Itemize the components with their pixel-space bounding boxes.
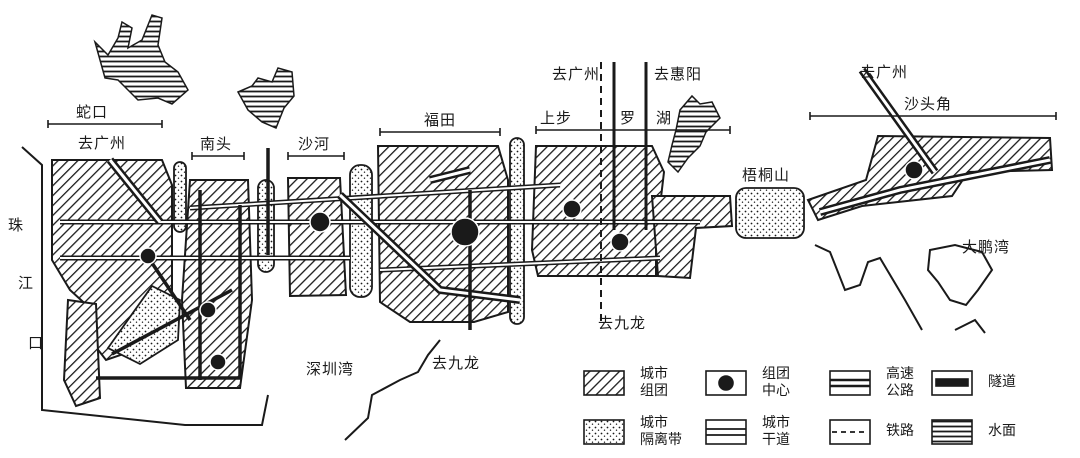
legend-label: 水面 <box>988 423 1016 439</box>
railway-icon <box>829 419 871 445</box>
railway-solid <box>612 62 648 230</box>
urban-trunk-road-icon <box>705 419 747 445</box>
legend-item-cluster-center: 组团 中心 <box>754 366 790 400</box>
destination-label-to-huiyang: 去惠阳 <box>654 65 703 83</box>
district-label-shatoujiao: 沙头角 <box>904 95 953 113</box>
water-label-kou: 口 <box>28 334 45 352</box>
coastline <box>21 146 994 441</box>
district-label-hu: 湖 <box>656 109 673 127</box>
urban-cluster-icon <box>583 370 625 396</box>
destination-label-to-guangzhou-west: 去广州 <box>78 134 127 152</box>
legend-label: 城市 组团 <box>640 366 668 399</box>
legend-item-water-surface: 水面 <box>980 423 1016 440</box>
district-label-futian: 福田 <box>424 111 457 129</box>
cluster-centers <box>139 160 924 371</box>
urban-buffer-icon <box>583 419 625 445</box>
district-label-shahe: 沙河 <box>298 135 331 153</box>
district-label-shangbu: 上步 <box>540 109 573 127</box>
legend-label: 铁路 <box>886 423 914 439</box>
cluster-center-icon <box>705 370 747 396</box>
legend-label: 隧道 <box>988 374 1016 390</box>
expressways <box>106 67 1051 304</box>
district-label-luo: 罗 <box>620 109 637 127</box>
urban-buffers <box>106 137 805 366</box>
tunnels <box>96 148 472 380</box>
destination-label-to-kowloon-east: 去九龙 <box>598 314 647 332</box>
legend-item-railway: 铁路 <box>878 423 914 440</box>
water-surface-icon <box>931 419 973 445</box>
district-label-nantou: 南头 <box>200 135 233 153</box>
water-bodies <box>93 14 721 174</box>
legend-swatches <box>583 370 973 445</box>
district-label-shekou: 蛇口 <box>76 103 109 121</box>
legend-label: 城市 隔离带 <box>640 415 682 448</box>
urban-trunk-roads <box>60 182 700 273</box>
legend-item-urban-trunk-road: 城市 干道 <box>754 415 790 449</box>
water-label-zhu: 珠 <box>8 216 25 234</box>
legend-item-urban-buffer: 城市 隔离带 <box>632 415 682 449</box>
water-label-jiang: 江 <box>18 274 35 292</box>
legend-label: 高速 公路 <box>886 366 914 399</box>
water-label-shenzhen-bay: 深圳湾 <box>306 360 355 378</box>
water-label-dapeng-bay: 大鹏湾 <box>962 238 1011 256</box>
legend-item-urban-cluster: 城市 组团 <box>632 366 668 400</box>
expressway-icon <box>829 370 871 396</box>
destination-label-to-guangzhou-central: 去广州 <box>552 65 601 83</box>
destination-label-to-kowloon-west: 去九龙 <box>432 354 481 372</box>
district-label-wutongshan: 梧桐山 <box>742 166 791 184</box>
legend-label: 城市 干道 <box>762 415 790 448</box>
tunnel-icon <box>931 370 973 396</box>
legend-label: 组团 中心 <box>762 366 790 399</box>
district-brackets <box>47 112 1057 160</box>
legend-item-expressway: 高速 公路 <box>878 366 914 400</box>
destination-label-to-guangzhou-east: 去广州 <box>860 63 909 81</box>
legend-item-tunnel: 隧道 <box>980 374 1016 391</box>
